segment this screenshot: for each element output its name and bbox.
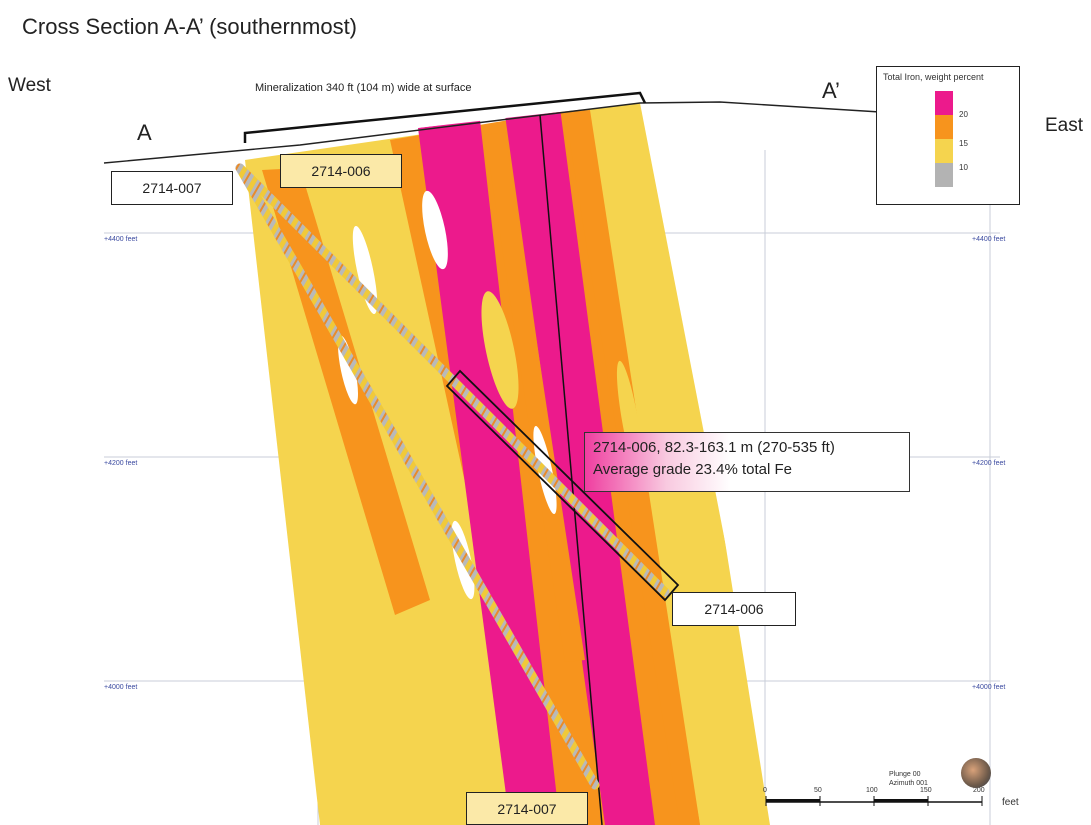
orientation-compass-icon: [961, 758, 991, 788]
fault-line: [539, 114, 603, 825]
east-label: East: [1045, 115, 1084, 136]
elevation-label-4400-left: +4400 feet: [104, 236, 138, 243]
mineralization-bracket: [243, 91, 647, 143]
mineralization-label: Mineralization 340 ft (104 m) wide at su…: [255, 82, 472, 94]
zone-20pct-west: [418, 120, 560, 825]
hole-label-2714-006-top: 2714-006: [280, 154, 402, 188]
scale-tick-150: 150: [920, 787, 932, 794]
scale-tick-50: 50: [814, 787, 822, 794]
elevation-label-4000-left: +4000 feet: [104, 684, 138, 691]
drill-hole-2714-007: [235, 163, 600, 790]
legend-swatch-10: [935, 139, 953, 163]
barren-lens: [352, 225, 378, 315]
interval-box: [445, 369, 680, 602]
elevation-label-4400-right: +4400 feet: [972, 236, 1006, 243]
hole-label-2714-007-bottom: 2714-007: [466, 792, 588, 825]
legend-label-10: 10: [959, 163, 968, 172]
elevation-label-4000-right: +4000 feet: [972, 684, 1006, 691]
hole-label-2714-007-top: 2714-007: [111, 171, 233, 205]
zone-15pct-mid: [485, 132, 585, 662]
west-label: West: [8, 75, 51, 96]
low-grade-lens: [481, 291, 519, 409]
legend-swatch-core: [935, 163, 953, 187]
scale-tick-0: 0: [763, 787, 767, 794]
callout-line-2: Average grade 23.4% total Fe: [593, 461, 793, 478]
scale-tick-200: 200: [973, 787, 985, 794]
interval-callout: 2714-006, 82.3-163.1 m (270-535 ft) Aver…: [584, 432, 910, 492]
hole-label-2714-006-bottom: 2714-006: [672, 592, 796, 626]
legend-swatch-15: [935, 115, 953, 139]
scale-bar: [765, 796, 983, 806]
callout-line-1: 2714-006, 82.3-163.1 m (270-535 ft): [593, 439, 835, 456]
legend-label-20: 20: [959, 110, 968, 119]
zone-20pct-east: [505, 108, 655, 825]
legend: Total Iron, weight percent 20 15 10: [876, 66, 1020, 205]
barren-lens: [422, 190, 448, 270]
elevation-label-4200-right: +4200 feet: [972, 460, 1006, 467]
section-end-label: A’: [822, 78, 840, 103]
elevation-label-4200-left: +4200 feet: [104, 460, 138, 467]
scale-unit: feet: [1002, 797, 1019, 808]
scale-tick-100: 100: [866, 787, 878, 794]
legend-title: Total Iron, weight percent: [883, 72, 984, 82]
legend-swatch-20: [935, 91, 953, 115]
legend-label-15: 15: [959, 139, 968, 148]
orientation-text: Plunge 00 Azimuth 001: [889, 771, 928, 787]
section-start-label: A: [137, 120, 152, 145]
page-title: Cross Section A-A’ (southernmost): [22, 14, 358, 39]
